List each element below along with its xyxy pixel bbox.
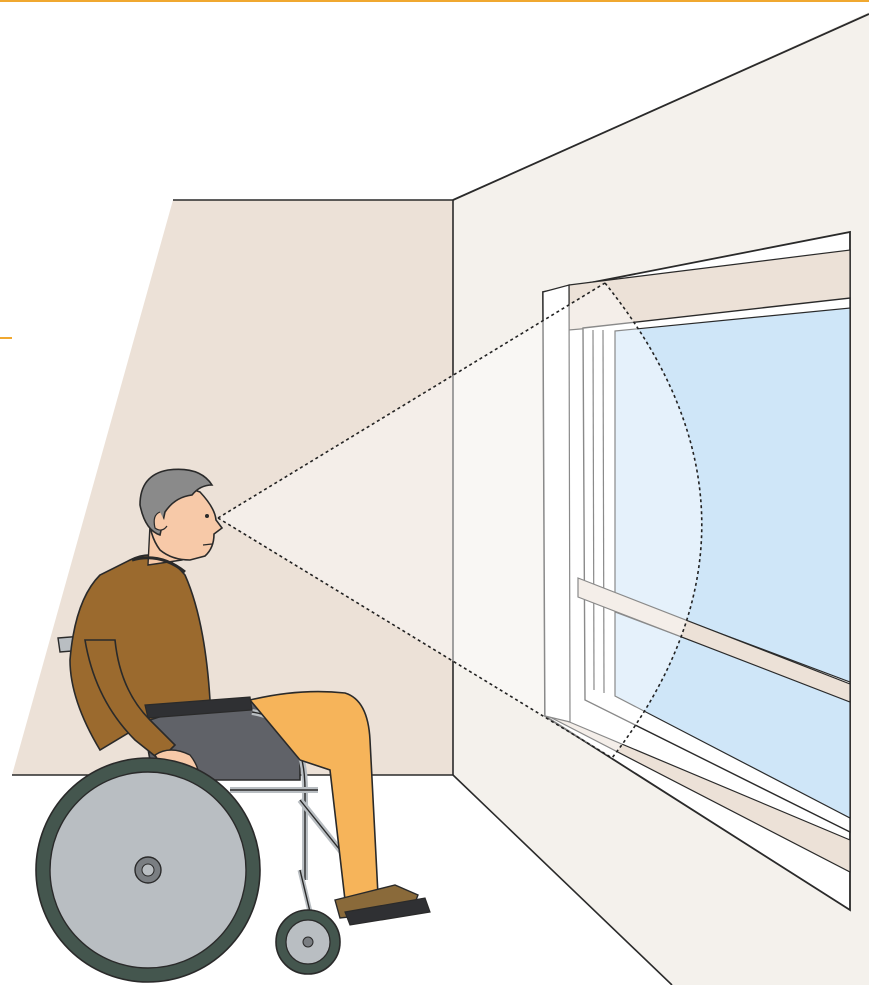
- trousers: [250, 692, 378, 900]
- eye: [205, 514, 209, 518]
